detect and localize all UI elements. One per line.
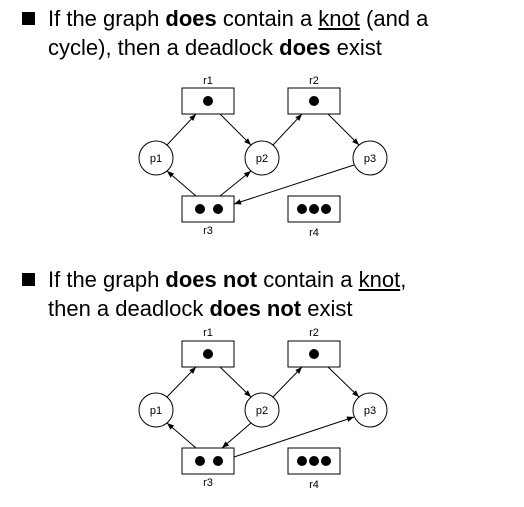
instance-dot	[297, 456, 307, 466]
resource-r3	[181, 447, 235, 475]
statement-1-line-1: If the graph does contain a knot (and a	[48, 4, 428, 33]
edge-p2-to-r2	[272, 366, 303, 398]
bold-run: does	[279, 35, 331, 60]
instance-dot	[297, 204, 307, 214]
r4-label: r4	[309, 227, 319, 239]
edge-r3-to-p2	[219, 170, 252, 197]
statement-1: If the graph does contain a knot (and a …	[48, 4, 428, 62]
edge-p1-to-r1	[166, 366, 197, 398]
bold-run: does	[165, 6, 217, 31]
instance-dot	[309, 204, 319, 214]
edge-r1-to-p2	[219, 366, 252, 398]
statement-1-line-2: cycle), then a deadlock does exist	[48, 33, 428, 62]
edge-p3-to-r3	[233, 164, 355, 205]
statement-2-line-1: If the graph does not contain a knot,	[48, 265, 406, 294]
text-run: contain a	[257, 267, 359, 292]
text-run: cycle), then a deadlock	[48, 35, 280, 60]
statement-2: If the graph does not contain a knot, th…	[48, 265, 406, 323]
text-run: If the graph	[48, 267, 166, 292]
statement-2-line-2: then a deadlock does not exist	[48, 294, 406, 323]
instance-dot	[321, 204, 331, 214]
instance-dot	[309, 349, 319, 359]
process-p1	[138, 140, 174, 176]
instance-dot	[203, 349, 213, 359]
r2-label: r2	[309, 75, 319, 87]
text-run: (and a	[359, 6, 429, 31]
bold-run: does not	[165, 267, 258, 292]
bullet-square	[22, 12, 35, 25]
text-run: contain a	[216, 6, 319, 31]
process-p3	[352, 392, 388, 428]
instance-dot	[321, 456, 331, 466]
process-p1	[138, 392, 174, 428]
edge-r3-to-p1	[166, 170, 197, 197]
edge-p2-to-r3	[221, 422, 252, 449]
edge-p1-to-r1	[166, 113, 197, 146]
process-p2	[244, 140, 280, 176]
text-run: exist	[301, 296, 353, 321]
instance-dot	[203, 96, 213, 106]
edge-r3-to-p3	[233, 416, 355, 458]
instance-dot	[213, 456, 223, 466]
resource-allocation-graph-2: r1 r2 r3 r4 p1 p2 p3	[138, 327, 388, 491]
r4-label: r4	[309, 479, 319, 491]
instance-dot	[213, 204, 223, 214]
p1-label: p1	[150, 405, 162, 417]
r1-label: r1	[203, 327, 213, 339]
resource-r3	[181, 195, 235, 223]
process-p3	[352, 140, 388, 176]
text-run: then a deadlock	[48, 296, 210, 321]
p2-label: p2	[256, 405, 268, 417]
p1-label: p1	[150, 153, 162, 165]
edge-r1-to-p2	[219, 113, 252, 146]
text-run: If the graph	[48, 6, 166, 31]
r2-label: r2	[309, 327, 319, 339]
edge-r2-to-p3	[327, 366, 360, 398]
instance-dot	[309, 456, 319, 466]
text-run: ,	[400, 267, 407, 292]
edge-p2-to-r2	[272, 113, 303, 146]
instance-dot	[309, 96, 319, 106]
r3-label: r3	[203, 477, 213, 489]
underlined-run: knot	[318, 6, 360, 31]
bold-run: does not	[209, 296, 302, 321]
edge-r3-to-p1	[166, 422, 197, 449]
p2-label: p2	[256, 153, 268, 165]
edge-r2-to-p3	[327, 113, 360, 146]
bullet-square	[22, 273, 35, 286]
underlined-run: knot	[358, 267, 401, 292]
text-run: exist	[330, 35, 382, 60]
r1-label: r1	[203, 75, 213, 87]
r3-label: r3	[203, 225, 213, 237]
process-p2	[244, 392, 280, 428]
instance-dot	[195, 204, 205, 214]
p3-label: p3	[364, 153, 376, 165]
p3-label: p3	[364, 405, 376, 417]
instance-dot	[195, 456, 205, 466]
resource-allocation-graph-1: r1 r2 r3 r4 p1 p2 p3	[138, 75, 388, 239]
